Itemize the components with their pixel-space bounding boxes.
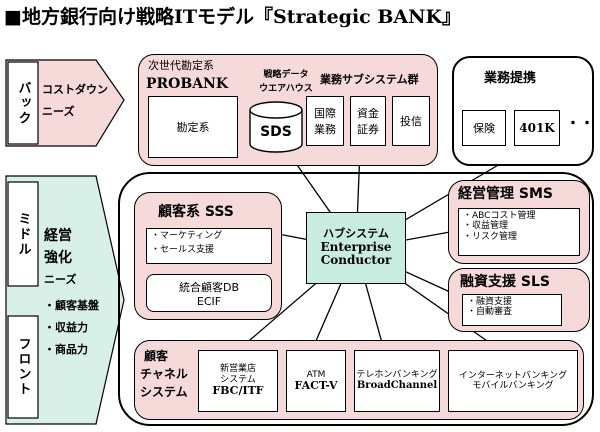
channel-title-line3: システム <box>140 385 188 399</box>
sms-items-box: ・ABCコスト管理 ・収益管理 ・リスク管理 <box>458 208 580 256</box>
channel-system-line1: テレホンバンキング <box>356 370 438 381</box>
strengthen-line3: ニーズ <box>44 273 77 286</box>
middle-label: ミドル <box>15 211 31 257</box>
back-desc-line2: ニーズ <box>42 105 75 118</box>
dw-label-line1: 戦略データ <box>263 70 309 80</box>
sss-item: ・セールス支援 <box>151 245 215 256</box>
channel-system-box: 新営業店 システム FBC/ITF <box>198 350 278 412</box>
channel-system-box: ATM FACT-V <box>286 350 346 412</box>
sss-title: 顧客系 SSS <box>158 204 234 220</box>
channel-title-line2: チャネル <box>140 367 188 381</box>
partner-title: 業務提携 <box>484 71 537 86</box>
sls-items-box: ・融資支援 ・自動審査 <box>462 294 562 326</box>
sms-item: ・リスク管理 <box>463 231 518 242</box>
channel-system-line1: インターネットバンキング <box>458 370 568 381</box>
partner-label: 401K <box>519 121 555 135</box>
sls-item: ・自動審査 <box>467 307 513 318</box>
sds-cylinder <box>249 101 303 153</box>
ecif-db-line1: 統合顧客DB <box>178 280 240 294</box>
sls-title: 融資支援 SLS <box>460 274 550 290</box>
sms-title: 経営管理 SMS <box>458 186 553 202</box>
ecif-db-box: 統合顧客DB ECIF <box>146 274 272 312</box>
subsystem-line2: 証券 <box>357 123 379 136</box>
back-tab <box>7 61 39 145</box>
hub-line2: Enterprise <box>320 239 392 254</box>
core-system-label: 勘定系 <box>176 121 210 134</box>
middle-tab <box>7 181 39 287</box>
subsystems-title: 業務サブシステム群 <box>320 73 419 86</box>
channel-system-line3: FBC/ITF <box>212 384 264 398</box>
front-label: フロント <box>15 337 31 397</box>
sds-label: SDS <box>260 123 292 140</box>
back-desc-line1: コストダウン <box>42 83 108 96</box>
subsystem-box: 資金 証券 <box>350 96 386 146</box>
channel-system-box: インターネットバンキング モバイルバンキング <box>448 350 578 412</box>
probank-name: PROBANK <box>146 76 229 92</box>
partner-box: 401K <box>514 110 560 146</box>
subsystem-line1: 国際 <box>314 107 336 120</box>
subsystem-box: 投信 <box>392 96 430 146</box>
needs-item: ・顧客基盤 <box>44 299 99 312</box>
partner-ellipsis: ・・ <box>566 116 594 132</box>
subsystem-line1: 投信 <box>400 115 422 128</box>
hub-system-box: ハブシステム Enterprise Conductor <box>306 212 406 284</box>
subsystem-line2: 業務 <box>314 123 336 136</box>
sss-items-box: ・マーケティング ・セールス支援 <box>146 228 272 264</box>
ecif-db-line2: ECIF <box>196 294 222 308</box>
hub-line3: Conductor <box>320 253 392 268</box>
channel-system-line2: BroadChannel <box>356 380 438 392</box>
partner-label: 保険 <box>473 122 495 135</box>
channel-title-line1: 顧客 <box>144 349 169 363</box>
channel-system-line2: システム <box>220 374 256 385</box>
strengthen-line2: 強化 <box>44 250 72 266</box>
middle-front-container <box>118 172 594 426</box>
partner-box: 保険 <box>462 110 506 146</box>
channel-system-line1: 新営業店 <box>219 364 256 375</box>
needs-item: ・収益力 <box>44 321 88 334</box>
hub-line1: ハブシステム <box>323 226 389 240</box>
sms-item: ・ABCコスト管理 <box>463 211 536 221</box>
channel-system-line2: モバイルバンキング <box>472 381 554 391</box>
core-system-box: 勘定系 <box>148 96 238 158</box>
back-label: バック <box>15 80 31 126</box>
channel-system-line1: ATM <box>306 369 326 380</box>
sss-item: ・マーケティング <box>151 231 223 241</box>
dw-label-line2: ウエアハウス <box>259 84 313 94</box>
page-title: ■地方銀行向け戦略ITモデル『Strategic BANK』 <box>4 6 462 28</box>
front-tab <box>7 315 39 419</box>
sms-item: ・収益管理 <box>463 221 509 232</box>
subsystem-line1: 資金 <box>357 107 379 120</box>
probank-title: 次世代勘定系 <box>148 59 214 72</box>
subsystem-box: 国際 業務 <box>306 96 344 146</box>
strengthen-line1: 経営 <box>44 228 72 244</box>
channel-system-line2: FACT-V <box>294 378 338 392</box>
channel-system-box: テレホンバンキング BroadChannel <box>354 350 440 412</box>
sls-item: ・融資支援 <box>467 297 513 307</box>
needs-item: ・商品力 <box>44 343 88 356</box>
